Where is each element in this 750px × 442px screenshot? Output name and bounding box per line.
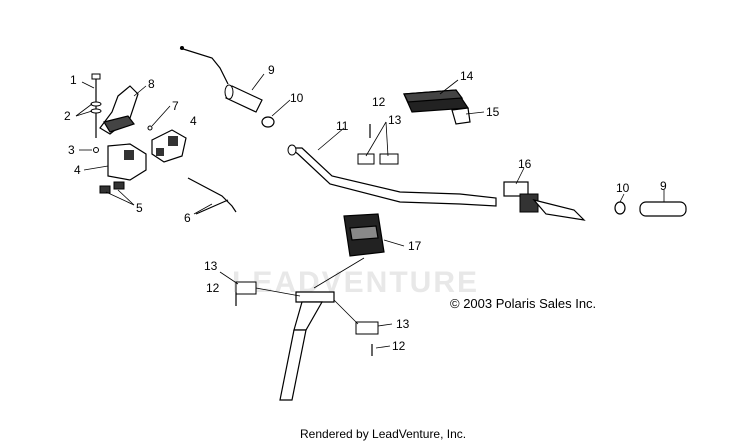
callout-10: 10 [290,91,304,105]
part-7-pin [147,125,153,131]
part-4-switch-housing-right [151,129,187,163]
part-8-bracket [99,85,139,135]
watermark-text: LEADVENTURE [232,266,479,299]
part-1-bolt [91,73,101,138]
part-6-cable [187,177,237,215]
callout-14: 14 [460,69,474,83]
callout-4: 4 [74,163,81,177]
part-14-pad [403,89,470,113]
leader-lines [75,73,665,349]
part-16-brake-lever [503,181,586,221]
callout-13: 13 [388,113,402,127]
part-10-end-cap-right [614,201,626,215]
part-15-pad-cover [451,107,471,125]
callout-13: 13 [204,259,218,273]
part-13-clamp-right [355,321,379,335]
steering-post [279,291,335,401]
copyright-text: © 2003 Polaris Sales Inc. [450,296,596,311]
callout-1: 1 [70,73,77,87]
callout-12: 12 [206,281,220,295]
part-4-switch-housing-left [107,143,147,181]
callout-8: 8 [148,77,155,91]
callout-5: 5 [136,201,143,215]
callout-17: 17 [408,239,422,253]
callout-15: 15 [486,105,500,119]
callout-12: 12 [392,339,406,353]
callout-11: 11 [336,119,349,133]
callout-10: 10 [616,181,630,195]
throttle-cable [179,46,229,85]
part-13-clamp-left [235,281,257,295]
part-17-bar-pad [343,213,385,257]
callout-3: 3 [68,143,75,157]
callout-12: 12 [372,95,386,109]
part-9-right-grip [639,201,687,217]
part-5-screws [99,181,125,194]
part-9-left-grip [224,84,263,113]
callout-9: 9 [268,63,275,77]
part-11-handlebar [287,144,497,207]
part-2-washers [90,101,102,114]
callout-9: 9 [660,179,667,193]
callout-7: 7 [172,99,179,113]
footer-text: Rendered by LeadVenture, Inc. [300,427,466,441]
callout-13: 13 [396,317,410,331]
part-3-nut [93,147,99,153]
part-10-end-cap-left [261,116,275,128]
callout-16: 16 [518,157,532,171]
callout-4: 4 [190,114,197,128]
callout-6: 6 [184,211,191,225]
part-13-clamps-top [357,153,399,165]
callout-2: 2 [64,109,71,123]
